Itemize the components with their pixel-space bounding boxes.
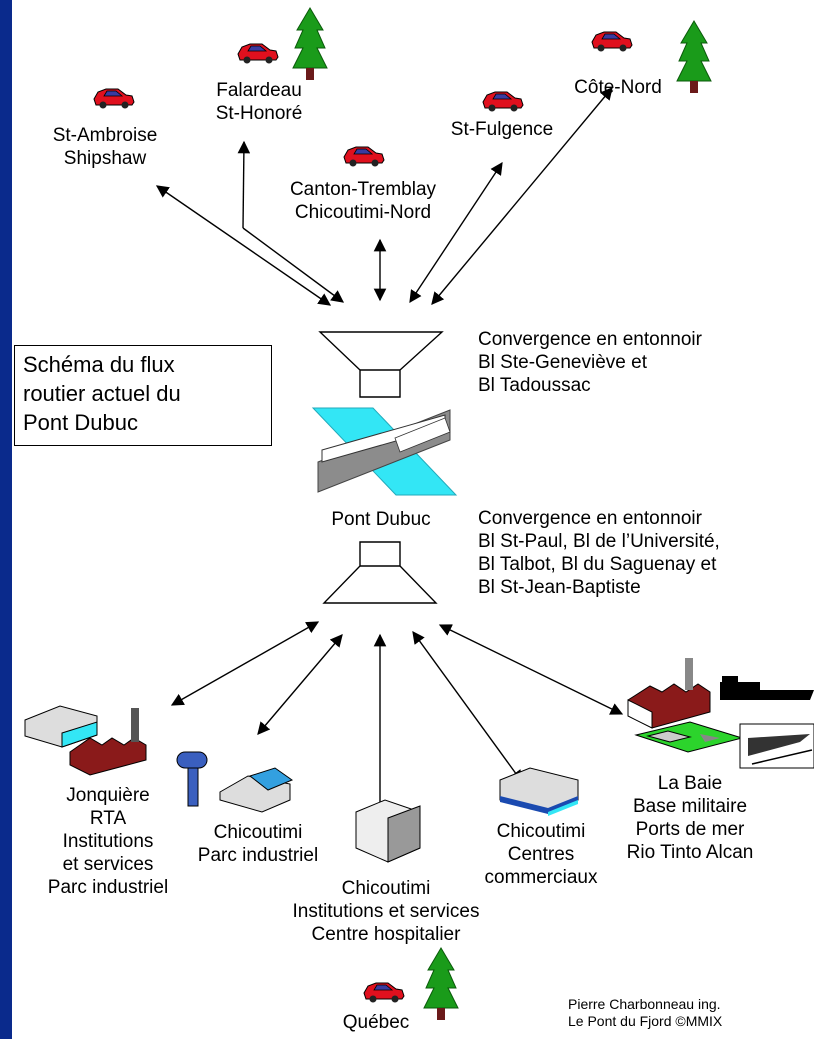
arrow-cote-nord: [431, 87, 613, 305]
credit-note: Pierre Charbonneau ing.Le Pont du Fjord …: [568, 996, 723, 1029]
arrow-centres-commerciaux: [412, 630, 523, 784]
diagram-title-box: Schéma du flux routier actuel du Pont Du…: [14, 345, 272, 446]
top-funnel: [318, 331, 444, 398]
tree-icon-quebec: [423, 947, 459, 1021]
arrow-parc-industriel: [257, 634, 343, 735]
label-quebec: Québec: [342, 1012, 410, 1033]
arrow-st-ambroise: [155, 185, 332, 306]
ship-icon: [720, 676, 814, 769]
car-icon-quebec: [363, 982, 405, 1003]
title-line-3: Pont Dubuc: [23, 410, 138, 435]
water-tower-icon: [176, 751, 208, 807]
label-cote-nord: Côte-Nord: [574, 77, 662, 98]
bridge-illustration: [311, 407, 458, 496]
arrow-jonquiere: [170, 621, 320, 706]
tree-icon-cote-nord: [676, 20, 712, 94]
tree-icon-falardeau: [292, 7, 328, 81]
title-line-2: routier actuel du: [23, 381, 181, 406]
car-icon-cote-nord: [591, 31, 633, 52]
bottom-funnel: [322, 541, 438, 604]
bridge-label: Pont Dubuc: [331, 509, 431, 530]
arrow-falardeau-2: [242, 227, 345, 303]
jonquiere-building-icon: [24, 705, 147, 776]
title-line-1: Schéma du flux: [23, 352, 175, 377]
institution-building-icon: [355, 799, 421, 863]
label-st-fulgence: St-Fulgence: [450, 119, 554, 140]
parc-industriel-building-icon: [219, 767, 294, 813]
car-icon-canton: [343, 146, 385, 167]
car-icon-falardeau: [237, 43, 279, 64]
la-baie-factory-icon: [627, 658, 711, 729]
arrow-falardeau: [237, 140, 251, 229]
car-icon-st-fulgence: [482, 91, 524, 112]
car-icon-st-ambroise: [93, 88, 135, 109]
arrow-la-baie: [438, 624, 624, 715]
shopping-center-icon: [499, 767, 579, 816]
